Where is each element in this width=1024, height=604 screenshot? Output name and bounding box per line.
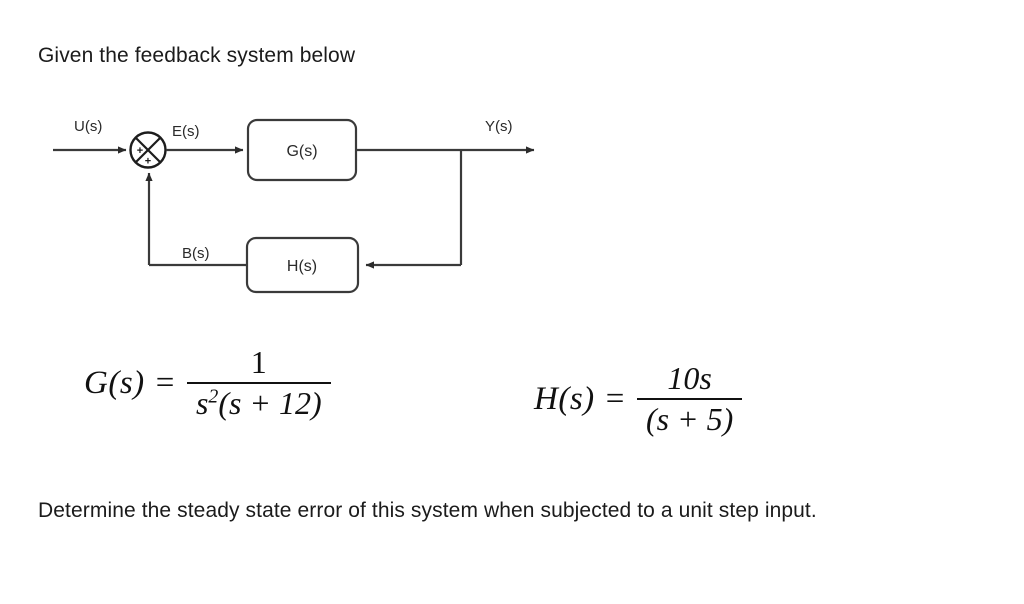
block-diagram: + + G(s) H(s) U(s) E(s) Y(s) B(s): [0, 96, 600, 311]
equation-h-fraction: 10s (s + 5): [636, 360, 743, 437]
signal-label-feedback: B(s): [182, 245, 210, 262]
equation-h-numerator: 10s: [667, 360, 712, 396]
intro-text: Given the feedback system below: [38, 44, 356, 67]
equations-row: G(s) = 1 s2(s + 12) H(s) = 10s (s + 5): [0, 318, 1024, 458]
equation-h-denominator: (s + 5): [645, 400, 734, 437]
equation-h-equals: =: [603, 380, 626, 417]
signal-label-input: U(s): [74, 118, 102, 135]
equation-g-numerator: 1: [250, 344, 267, 380]
equation-g-equals: =: [153, 364, 176, 401]
equation-g-denominator-base: s: [195, 384, 209, 421]
signal-label-output: Y(s): [485, 118, 513, 135]
equation-g-denominator: s2(s + 12): [187, 384, 331, 421]
equation-g-fraction: 1 s2(s + 12): [186, 344, 331, 421]
equation-g: G(s) = 1 s2(s + 12): [84, 344, 331, 421]
equation-h: H(s) = 10s (s + 5): [534, 360, 743, 437]
block-h-label: H(s): [287, 258, 317, 275]
summing-sign-feedback: +: [145, 156, 151, 168]
block-g-label: G(s): [286, 143, 317, 160]
summing-junction: + +: [129, 131, 167, 169]
equation-g-denominator-exponent: 2: [208, 384, 219, 407]
equation-g-fraction-bar: [186, 381, 331, 384]
equation-h-lhs: H(s): [534, 380, 595, 417]
signal-label-error: E(s): [172, 123, 200, 140]
question-text: Determine the steady state error of this…: [38, 499, 817, 522]
summing-sign-input: +: [137, 145, 143, 157]
equation-h-fraction-bar: [636, 397, 743, 400]
equation-g-denominator-factor: (s + 12): [218, 384, 322, 421]
equation-g-lhs: G(s): [84, 364, 145, 401]
